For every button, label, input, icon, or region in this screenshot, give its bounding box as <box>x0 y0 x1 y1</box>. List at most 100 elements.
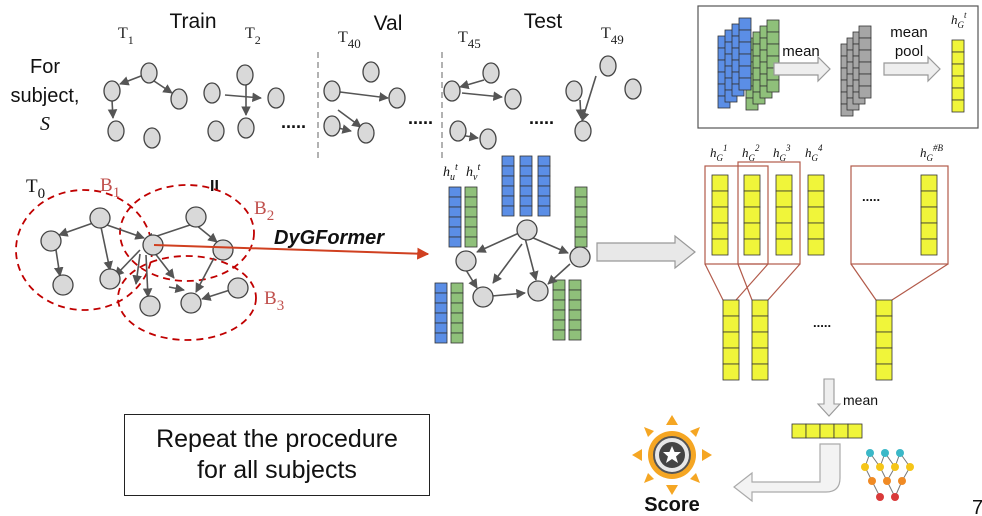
svg-text:T49: T49 <box>601 25 624 47</box>
mean-pool-label-1: mean <box>890 24 928 41</box>
t0-sub: 0 <box>38 186 46 202</box>
svg-text:hvt: hvt <box>466 162 480 183</box>
mean-pool-arrow <box>883 55 941 83</box>
batch-regions <box>15 184 257 341</box>
t45-sub: 45 <box>468 36 481 51</box>
window-embedding-vector <box>751 299 769 381</box>
t2-base: T <box>245 25 255 42</box>
final-embedding-vector <box>791 423 863 439</box>
t40-sub: 40 <box>348 36 361 51</box>
test-label: Test <box>524 10 563 33</box>
node-embedding-vector <box>501 155 515 217</box>
mean-label-2: mean <box>843 392 878 408</box>
b3-base: B <box>264 288 277 309</box>
window-embedding-vector <box>722 299 740 381</box>
hu-sub: u <box>450 172 455 183</box>
node-embedding-vector <box>568 279 582 341</box>
node-embedding-vector <box>450 282 464 344</box>
hv-sup: t <box>477 162 480 173</box>
svg-text:B2: B2 <box>254 198 274 224</box>
batch-separator-mark: II <box>210 178 219 195</box>
t0-base: T <box>26 176 38 197</box>
node-embedding-vector <box>519 155 533 217</box>
blue-embedding-stack <box>738 17 752 91</box>
snapshot-nodes <box>103 55 642 150</box>
hu-sup: t <box>455 162 458 173</box>
t49-sub: 49 <box>611 32 624 47</box>
hg-base: h <box>951 12 958 27</box>
dygformer-label: DyGFormer <box>274 227 385 249</box>
window-embedding-dots: ..... <box>813 315 831 330</box>
svg-text:T2: T2 <box>245 25 261 47</box>
hg-sub: G <box>958 20 965 30</box>
graph-embedding-label: hG3 <box>773 143 791 163</box>
pooling-arrow <box>596 234 696 270</box>
node-embedding-vector <box>537 155 551 217</box>
b1-sub: 1 <box>113 185 121 201</box>
b2-sub: 2 <box>267 208 275 224</box>
dygformer-arrow <box>153 244 430 260</box>
train-label: Train <box>169 10 216 33</box>
final-embedding-vector <box>791 423 863 439</box>
pooled-graph-embedding <box>951 39 965 113</box>
curved-arrow-icon <box>733 443 841 503</box>
subject-label-line1: For <box>30 56 60 78</box>
score-label: Score <box>644 494 700 516</box>
mean-pool-label-2: pool <box>895 43 923 60</box>
svg-text:B3: B3 <box>264 288 284 314</box>
hu-base: h <box>443 165 450 180</box>
mean-down-arrow <box>816 378 842 417</box>
t1-sub: 1 <box>128 33 134 47</box>
repeat-procedure-box: Repeat the procedure for all subjects <box>124 414 430 496</box>
t49-base: T <box>601 25 611 42</box>
snapshot-labels: T1 T2 T40 T45 T49 <box>118 25 624 51</box>
node-embedding-vectors <box>434 155 588 344</box>
embedding-graph-nodes <box>455 219 591 308</box>
window-embedding-vector <box>875 299 893 381</box>
svg-text:T1: T1 <box>118 25 134 47</box>
node-embedding-vector <box>434 282 448 344</box>
b3-sub: 3 <box>277 298 285 314</box>
embedding-graph-edges <box>465 232 571 299</box>
batch-nodes <box>40 206 249 317</box>
graph-embedding-vector <box>775 174 793 256</box>
gray-mean-stack <box>858 25 872 99</box>
graph-embedding-vector <box>920 174 938 256</box>
svg-text:B1: B1 <box>100 175 120 201</box>
graph-embedding-label: hG1 <box>710 143 728 163</box>
subject-symbol: S <box>40 113 50 135</box>
svg-text:hGt: hGt <box>951 10 967 30</box>
hv-sub: v <box>473 172 478 183</box>
node-embedding-vector <box>464 186 478 248</box>
b2-base: B <box>254 198 267 219</box>
hv-base: h <box>466 165 473 180</box>
graph-embedding-label: hG#B <box>920 143 944 163</box>
svg-text:hut: hut <box>443 162 458 183</box>
val-label: Val <box>374 12 403 35</box>
window-brackets <box>704 161 949 301</box>
mean-label-1: mean <box>782 43 820 60</box>
node-embedding-vector <box>574 186 588 248</box>
ellipsis-test: ..... <box>529 108 554 128</box>
batch-edges <box>53 222 231 301</box>
neural-network-icon <box>861 449 914 501</box>
t45-base: T <box>458 29 468 46</box>
t2-sub: 2 <box>255 33 261 47</box>
repeat-text-line1: Repeat the procedure <box>156 425 398 453</box>
subject-label-line2: subject, <box>11 85 80 107</box>
graph-embedding-vectors <box>711 174 938 381</box>
graph-embedding-vector <box>711 174 729 256</box>
green-embedding-stack <box>766 19 780 93</box>
repeat-text-line2: for all subjects <box>197 456 357 484</box>
t1-base: T <box>118 25 128 42</box>
svg-text:T0: T0 <box>26 176 45 202</box>
t40-base: T <box>338 29 348 46</box>
b1-base: B <box>100 175 113 196</box>
hg-sup: t <box>964 10 967 20</box>
page-number: 7 <box>972 497 982 516</box>
star-badge-icon <box>632 415 712 495</box>
svg-text:T45: T45 <box>458 29 481 51</box>
graph-embedding-dots: ..... <box>862 189 880 204</box>
mean-arrow-1 <box>773 55 831 83</box>
svg-text:T40: T40 <box>338 29 361 51</box>
